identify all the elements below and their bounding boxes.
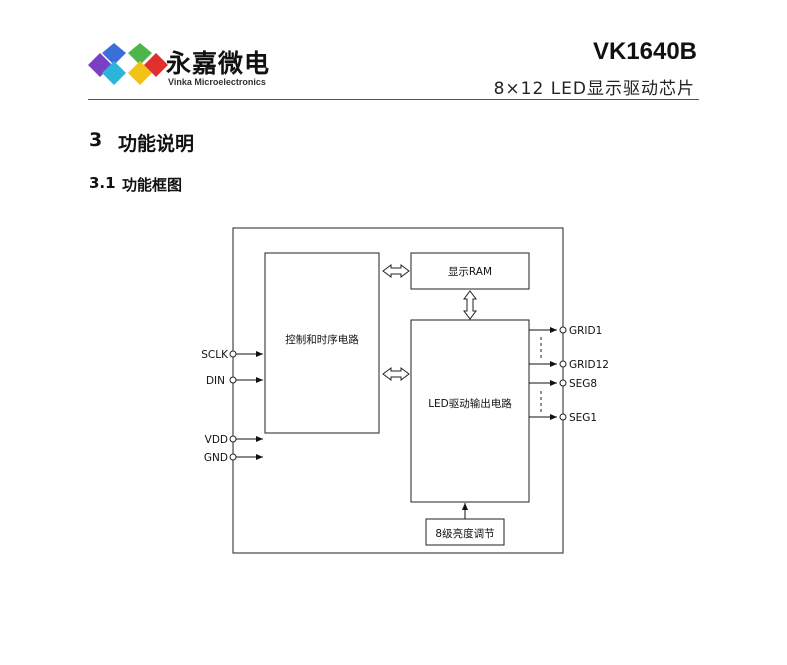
subsection-number: 3.1: [89, 174, 116, 192]
pin-din: DIN: [206, 375, 263, 387]
ram-block-label: 显示RAM: [448, 266, 492, 278]
pin-vdd: VDD: [205, 434, 263, 446]
pin-gnd: GND: [204, 452, 263, 464]
pin-seg1-label: SEG1: [569, 412, 597, 424]
pin-vdd-label: VDD: [205, 434, 228, 446]
document-subtitle: 8×12 LED显示驱动芯片: [493, 79, 695, 99]
part-number: VK1640B: [592, 38, 697, 65]
section-number: 3: [89, 129, 103, 151]
brand-name-cn: 永嘉微电: [166, 49, 271, 78]
pin-gnd-label: GND: [204, 452, 228, 464]
brightness-block-label: 8级亮度调节: [435, 527, 494, 540]
pin-sclk: SCLK: [201, 349, 263, 361]
chip-outline: [232, 227, 564, 554]
double-arrow-control-driver: [382, 367, 410, 381]
pin-din-label: DIN: [206, 375, 225, 387]
logo-diamond-green: [128, 43, 152, 65]
brightness-block: [425, 518, 505, 546]
pin-grid12-label: GRID12: [569, 359, 609, 371]
section-title: 功能说明: [118, 133, 195, 155]
pin-seg8: SEG8: [529, 378, 597, 390]
double-arrow-ram-driver: [463, 290, 477, 320]
pin-grid12: GRID12: [529, 359, 609, 371]
subsection-title: 功能框图: [122, 176, 183, 194]
control-block-label: 控制和时序电路: [285, 333, 359, 346]
logo-diamond-blue: [102, 43, 126, 65]
pin-grid1-label: GRID1: [569, 325, 602, 337]
driver-block-label: LED驱动输出电路: [428, 397, 512, 410]
company-logo-icon: [88, 43, 168, 85]
logo-diamond-red: [144, 53, 168, 77]
pin-seg8-label: SEG8: [569, 378, 597, 390]
control-block: [264, 252, 380, 434]
logo-diamond-cyan: [102, 61, 126, 85]
double-arrow-control-ram: [382, 264, 410, 278]
header-divider: [88, 99, 699, 100]
brand-name-en: Vinka Microelectronics: [168, 77, 266, 87]
pin-seg1: SEG1: [529, 412, 597, 424]
driver-block: [410, 319, 530, 503]
pin-grid1: GRID1: [529, 325, 602, 337]
pin-sclk-label: SCLK: [201, 349, 229, 361]
ram-block: [410, 252, 530, 290]
